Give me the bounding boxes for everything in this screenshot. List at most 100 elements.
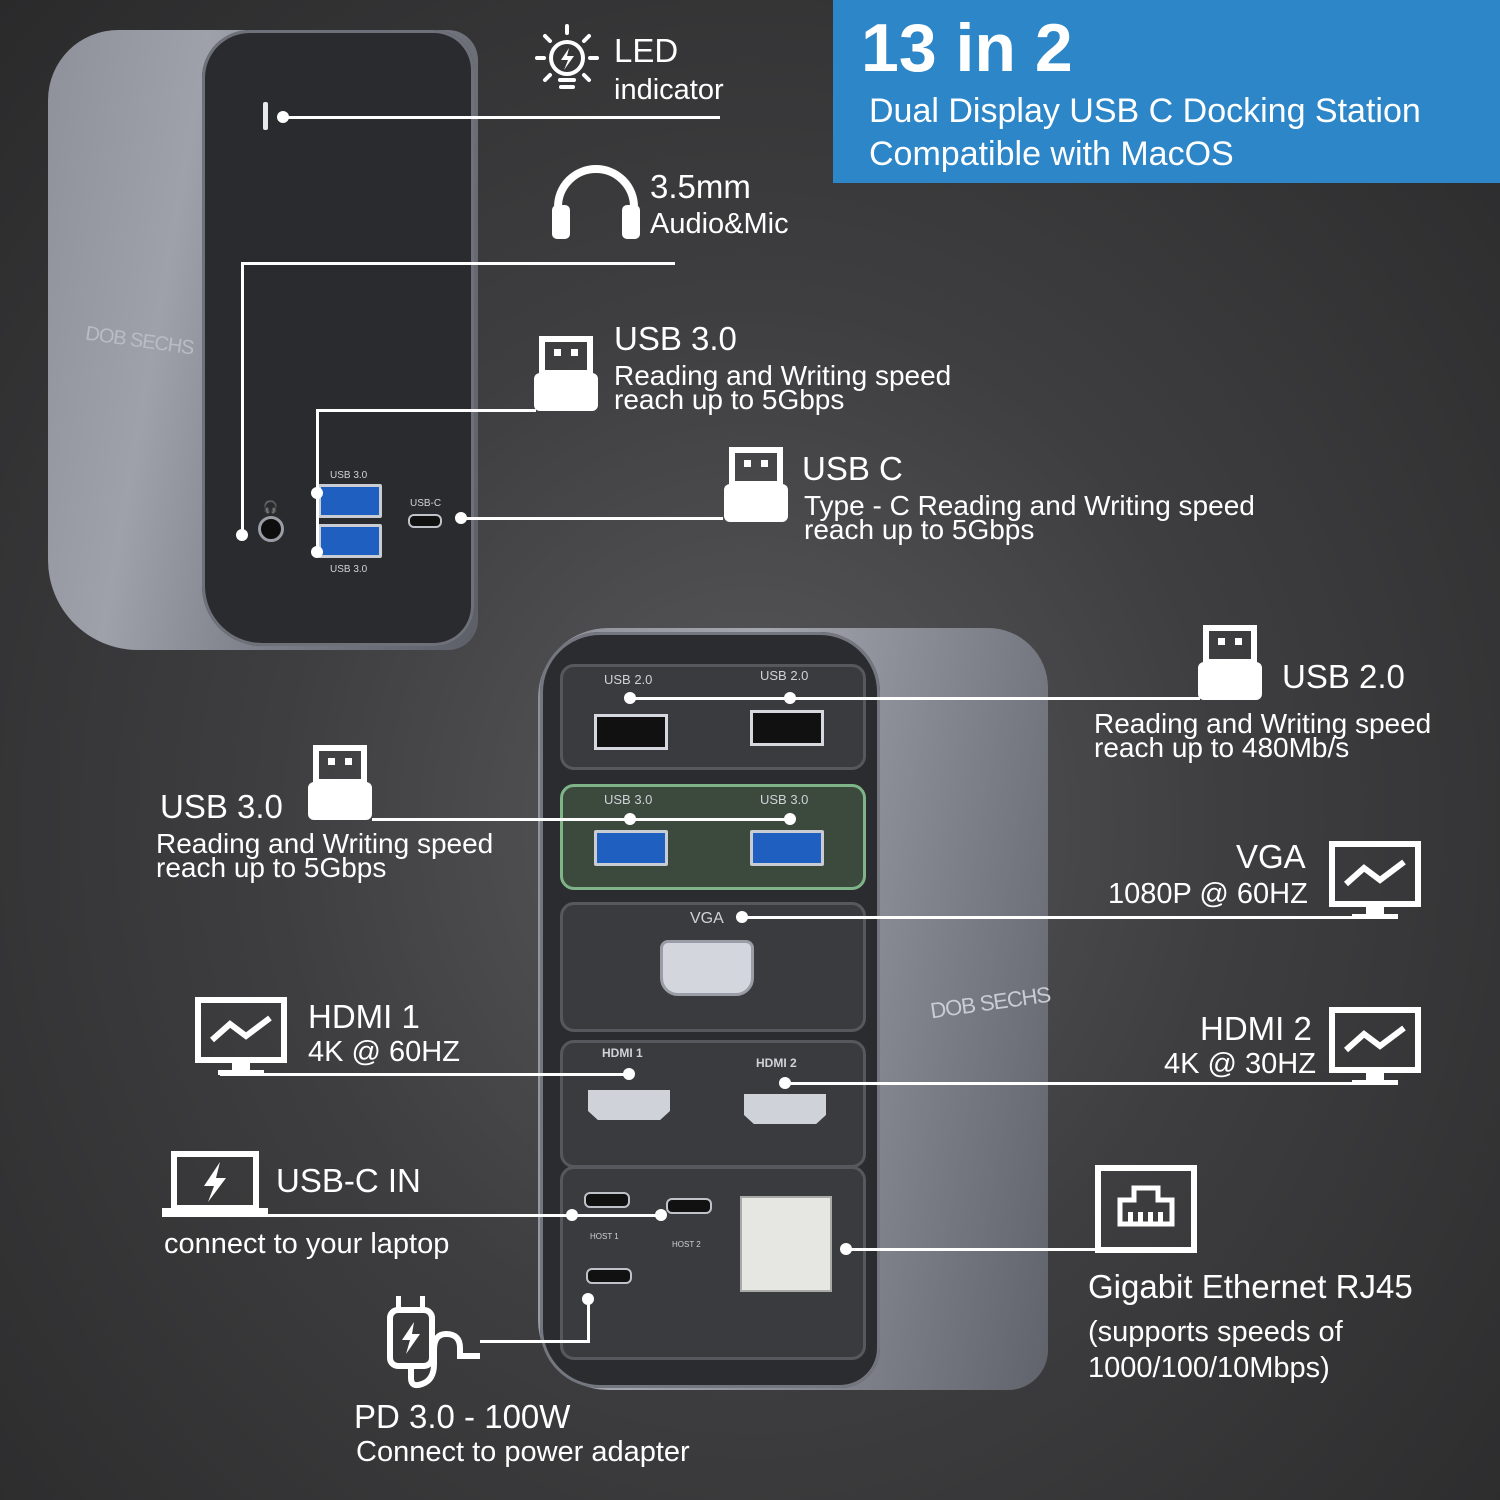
connector-dot <box>277 111 289 123</box>
callout-usbc-front-sub1: Type - C Reading and Writing speed <box>804 490 1255 521</box>
connector-dot <box>840 1243 852 1255</box>
callout-usbc-in-sub: connect to your laptop <box>164 1228 450 1260</box>
port-label-usb3-rear-right: USB 3.0 <box>760 792 809 807</box>
callout-usbc-front-sub2: reach up to 5Gbps <box>804 514 1035 545</box>
usbc-host2-port <box>666 1198 712 1214</box>
connector-vga <box>742 916 1396 919</box>
callout-hdmi2-sub: 4K @ 30HZ <box>1164 1048 1316 1080</box>
callout-usb2-title: USB 2.0 <box>1282 658 1405 695</box>
headphone-mini-icon: 🎧 <box>263 500 278 514</box>
connector-dot <box>311 487 323 499</box>
callout-ethernet-title: Gigabit Ethernet RJ45 <box>1088 1268 1413 1305</box>
lightbulb-icon <box>535 24 599 89</box>
rj45-port <box>740 1196 832 1292</box>
connector-audio-v <box>241 262 244 534</box>
callout-hdmi1-sub: 4K @ 60HZ <box>308 1036 460 1068</box>
usb-plug-icon <box>534 336 598 411</box>
connector-pd-v <box>587 1298 590 1340</box>
usb-plug-icon <box>1198 625 1262 700</box>
connector-dot <box>784 813 796 825</box>
connector-dot <box>566 1209 578 1221</box>
callout-usb3-front-title: USB 3.0 <box>614 320 737 357</box>
callout-usb2-sub2: reach up to 480Mb/s <box>1094 732 1350 763</box>
connector-dot <box>582 1293 594 1305</box>
power-plug-icon <box>387 1296 480 1389</box>
port-label-usb2-right: USB 2.0 <box>760 668 809 683</box>
vga-panel <box>560 902 866 1032</box>
callout-usb3-rear-sub2: reach up to 5Gbps <box>156 852 387 883</box>
connector-led <box>282 116 720 119</box>
callout-led-sub: indicator <box>614 74 724 106</box>
usb2-port-right <box>750 710 824 746</box>
callout-vga-sub: 1080P @ 60HZ <box>1108 878 1308 910</box>
usbc-host1-port <box>584 1192 630 1208</box>
callout-vga-title: VGA <box>1236 838 1306 875</box>
connector-dot <box>624 813 636 825</box>
port-label-usb2-left: USB 2.0 <box>604 672 653 687</box>
usbc-port-front <box>408 514 442 528</box>
callout-usb2-sub1: Reading and Writing speed <box>1094 708 1432 739</box>
usb3-port-front-bottom <box>318 524 382 558</box>
usb-plug-icon <box>308 745 372 820</box>
callout-usb3-front-sub2: reach up to 5Gbps <box>614 384 845 415</box>
port-label-host2: HOST 2 <box>672 1240 701 1249</box>
connector-ethernet <box>846 1248 1096 1251</box>
port-label-host1: HOST 1 <box>590 1232 619 1241</box>
callout-audio-title: 3.5mm <box>650 168 751 205</box>
title-banner: 13 in 2 Dual Display USB C Docking Stati… <box>833 0 1500 183</box>
callout-usb3-front-sub1: Reading and Writing speed <box>614 360 952 391</box>
laptop-charge-icon <box>162 1151 268 1216</box>
monitor-icon <box>1329 1007 1421 1085</box>
connector-usb3-rear <box>372 818 792 821</box>
banner-line-1: Dual Display USB C Docking Station <box>869 92 1421 130</box>
monitor-icon <box>195 997 287 1075</box>
connector-dot <box>455 512 467 524</box>
port-label-vga: VGA <box>690 910 724 927</box>
port-label-usb3-rear-left: USB 3.0 <box>604 792 653 807</box>
usb3-port-rear-right <box>750 830 824 866</box>
port-label-hdmi2: HDMI 2 <box>756 1056 797 1070</box>
headline: 13 in 2 <box>861 10 1073 86</box>
usb-plug-icon <box>724 447 788 522</box>
connector-audio-h <box>241 262 675 265</box>
vga-port <box>660 940 754 996</box>
connector-dot <box>623 1068 635 1080</box>
connector-usbc-front <box>461 517 723 520</box>
connector-dot <box>236 529 248 541</box>
ethernet-icon <box>1095 1165 1197 1253</box>
usb3-port-rear-left <box>594 830 668 866</box>
callout-hdmi2-title: HDMI 2 <box>1200 1010 1312 1047</box>
port-label-hdmi1: HDMI 1 <box>602 1046 643 1060</box>
callout-ethernet-sub2: 1000/100/10Mbps) <box>1088 1352 1330 1384</box>
callout-usbc-in-title: USB-C IN <box>276 1162 421 1199</box>
callout-hdmi1-title: HDMI 1 <box>308 998 420 1035</box>
connector-dot <box>655 1209 667 1221</box>
connector-usb3-front-v <box>316 409 319 551</box>
port-label-usbc-front: USB-C <box>410 498 442 509</box>
callout-pd-sub: Connect to power adapter <box>356 1436 690 1468</box>
callout-ethernet-sub1: (supports speeds of <box>1088 1316 1343 1348</box>
banner-line-2: Compatible with MacOS <box>869 135 1234 173</box>
connector-usb3-front-h <box>316 409 536 412</box>
connector-usbc-in <box>162 1214 662 1217</box>
monitor-icon <box>1329 841 1421 919</box>
connector-dot <box>784 692 796 704</box>
headphones-icon <box>552 165 640 239</box>
connector-pd-h <box>480 1340 590 1343</box>
audio-jack <box>258 516 284 542</box>
callout-usb3-rear-sub1: Reading and Writing speed <box>156 828 494 859</box>
connector-usb2 <box>630 697 1200 700</box>
port-label-usb3-top: USB 3.0 <box>330 470 368 481</box>
connector-dot <box>311 546 323 558</box>
hdmi-port-1 <box>588 1090 670 1120</box>
port-label-usb3-bottom: USB 3.0 <box>330 564 368 575</box>
connector-dot <box>779 1077 791 1089</box>
hdmi-port-2 <box>744 1094 826 1124</box>
connector-dot <box>736 911 748 923</box>
led-light <box>263 102 268 130</box>
connector-dot <box>624 692 636 704</box>
connector-hdmi2 <box>784 1082 1394 1085</box>
usbc-pd-port <box>586 1268 632 1284</box>
callout-usbc-front-title: USB C <box>802 450 903 487</box>
callout-led-title: LED <box>614 32 679 69</box>
